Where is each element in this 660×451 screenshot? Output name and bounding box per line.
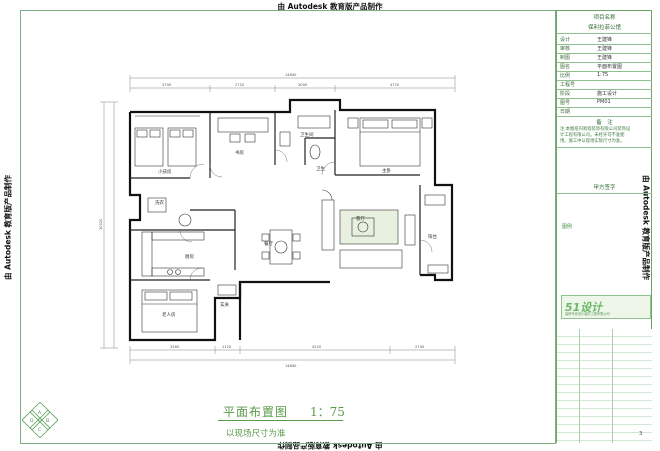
label-dining: 餐厅 [264,240,273,247]
master-bed [347,117,433,167]
bottom-dimension-line [129,346,456,364]
label-balcony: 阳台 [428,233,437,240]
label-bath2: 卫生 [316,165,325,172]
top-dimension-line [129,75,456,92]
project-name: 保利拉菲公馆 [557,23,652,34]
dining-table [261,229,301,265]
compass-c: C [38,427,41,433]
label-entry: 玄关 [220,301,229,308]
label-elder-room: 老人房 [162,311,176,318]
dim-bottom-3: 4220 [312,345,322,349]
left-dimension-line [100,101,118,349]
dim-bottom-1: 3260 [170,345,180,349]
dim-bottom-4: 2740 [415,345,425,349]
project-name-label: 项目名称 [593,15,616,21]
tb-row-stage: 阶段施工设计 [557,89,652,99]
drawing-frame [20,10,556,444]
watermark-left: 由 Autodesk 教育版产品制作 [3,175,13,281]
dim-left-total: 10020 [99,218,103,230]
balcony-furniture [424,194,449,274]
title-underline [218,420,343,421]
bathroom-fixtures [279,115,331,160]
tb-row-project-no: 工程号 [557,80,652,90]
label-laundry: 洗衣 [155,199,164,206]
remarks-text: 注:本图纸归易程装饰有限公司装饰设 计工程有限公司。未经许可不准使 用。施工中以… [560,127,631,144]
compass-b: B [46,418,49,424]
study-furniture [217,117,269,143]
compass-d: D [30,418,34,424]
label-bath1: 卫生间 [300,131,314,138]
child-room-furniture [134,115,200,167]
tb-row-date: 日期 [557,107,652,117]
company-logo: 51设计 装修专家设计装饰工程有限公司 [561,295,651,319]
label-kitchen: 厨房 [185,253,194,260]
label-living: 客厅 [356,215,365,222]
client-sign: 甲方签字 [593,185,616,191]
dim-top-total: 14840 [285,73,297,77]
dim-top-2: 2720 [235,83,245,87]
dim-bottom-2: 1120 [222,345,232,349]
tb-row-draft: 制图王建锋 [557,53,652,63]
laundry-fixtures [147,197,192,227]
living-room-furniture [321,189,416,269]
watermark-top: 由 Autodesk 教育版产品制作 [277,2,383,11]
label-master: 主卧 [382,167,391,174]
kitchen-counters [141,231,205,277]
plan-title: 平面布置图 [223,405,289,419]
dim-bottom-total: 14840 [285,364,297,368]
tb-row-review: 审核王建锋 [557,44,652,54]
stamp-label: 图例 [562,224,573,230]
dim-top-3: 3000 [298,83,308,87]
exterior-walls [128,98,454,342]
page-number: 3 [639,431,643,437]
tb-grid [557,329,652,443]
label-child-room: 小孩房 [158,168,172,175]
dim-top-4: 4720 [390,83,400,87]
plan-scale: 1：75 [310,405,345,419]
title-block: 项目名称 保利拉菲公馆 设计王建锋 审核王建锋 制图王建锋 图名平面布置图 比例… [556,10,652,443]
compass-logo: A B C D [22,402,58,438]
label-study: 书房 [235,149,244,156]
tb-row-drawing-name: 图名平面布置图 [557,62,652,72]
plan-note: 以现场尺寸为准 [226,429,286,439]
interior-walls [130,110,421,281]
floor-plan: 14840 3700 2720 3000 4720 10020 3260 112… [99,73,456,368]
dim-top-1: 3700 [162,83,172,87]
compass-a: A [38,410,42,416]
door-swings [179,149,433,281]
entry-cabinet [217,284,237,296]
tb-row-design: 设计王建锋 [557,35,652,45]
remarks-label: 备 注 [596,120,613,126]
elder-room-furniture [141,289,198,333]
